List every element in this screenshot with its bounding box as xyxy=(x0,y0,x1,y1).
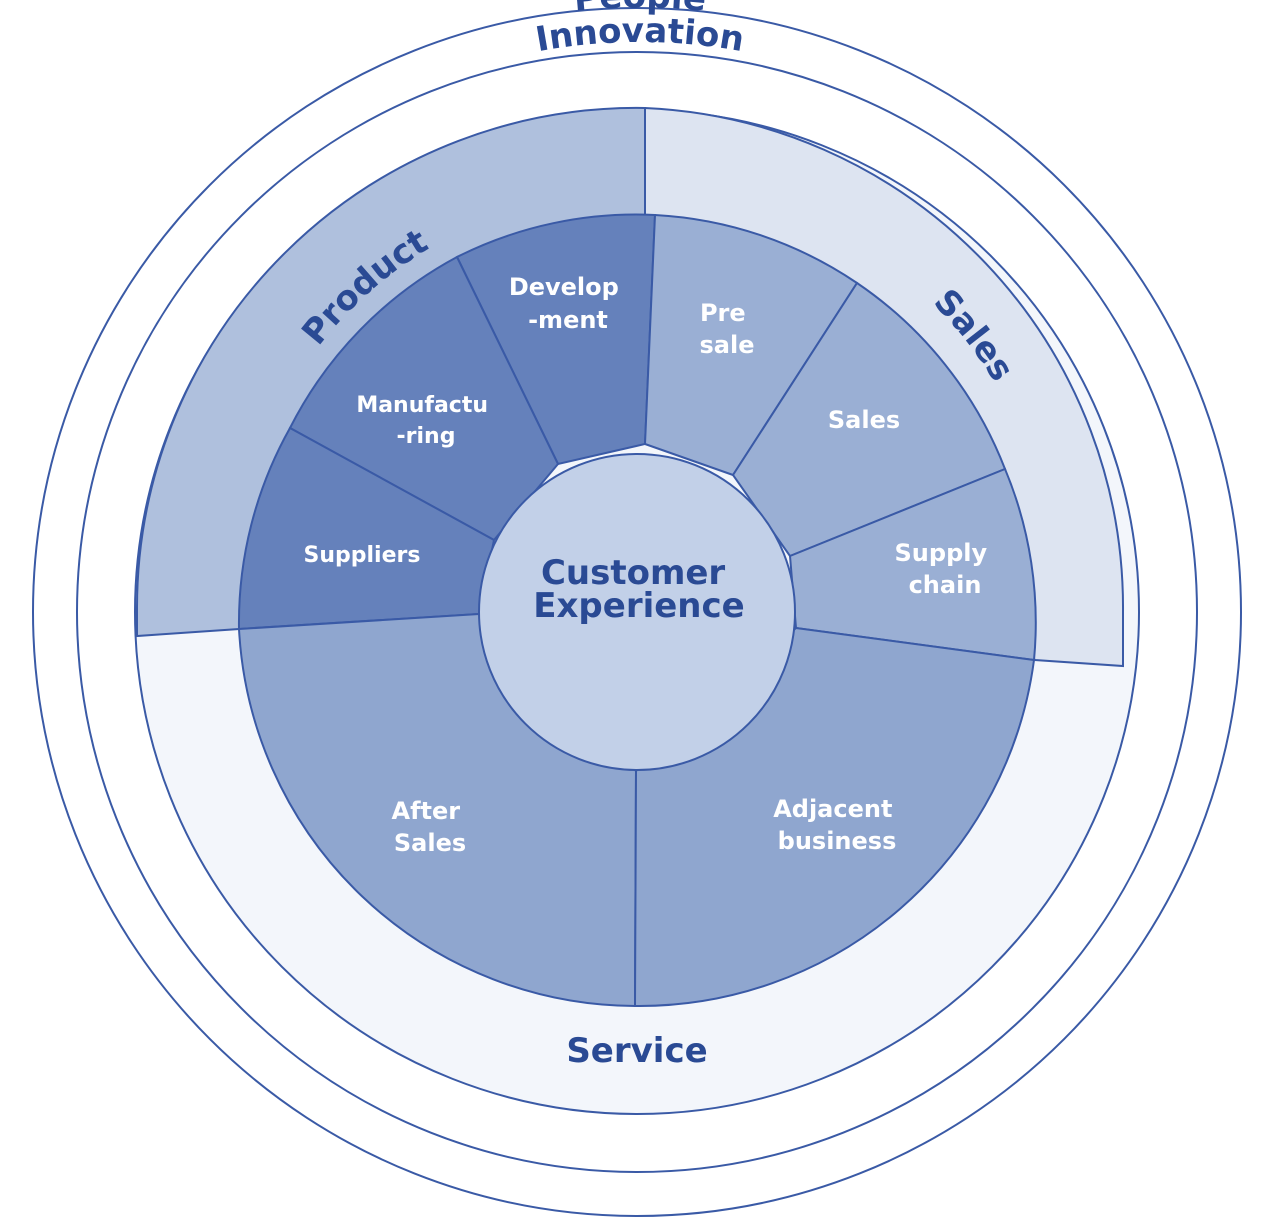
segment-manufacturing xyxy=(288,255,560,542)
presale-label: Pre sale xyxy=(700,299,755,359)
center-label: Customer Experience xyxy=(533,553,744,626)
supply-chain-label: Supply chain xyxy=(895,539,996,599)
sales-label: Sales xyxy=(828,406,900,434)
people-label: People xyxy=(572,0,708,20)
adjacent-business-label: Adjacent business xyxy=(773,795,901,855)
after-sales-label: After Sales xyxy=(392,797,469,857)
service-label: Service xyxy=(566,1031,707,1071)
manufacturing-label: Manufactu -ring xyxy=(356,393,495,449)
development-label: Develop -ment xyxy=(509,273,627,334)
segment-sales xyxy=(731,281,1007,558)
suppliers-label: Suppliers xyxy=(304,543,421,568)
center-hub xyxy=(478,453,796,771)
